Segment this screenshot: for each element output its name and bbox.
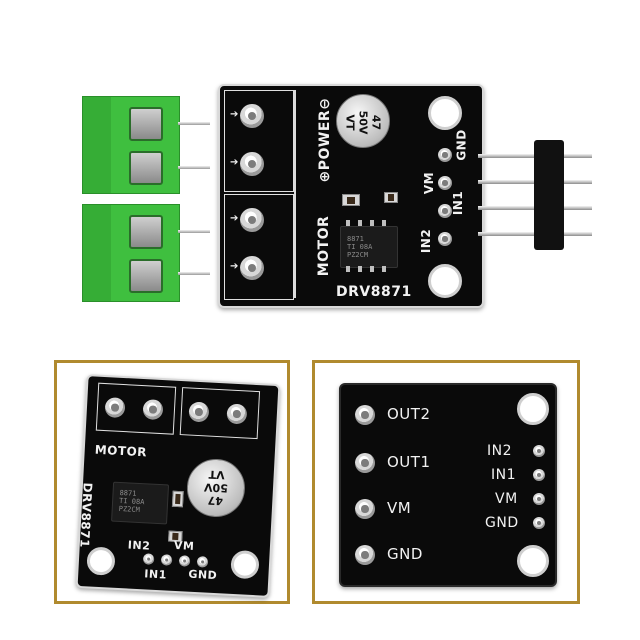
header-pad	[196, 556, 209, 568]
driver-ic: 8871 TI 08A PZ2CM	[340, 226, 398, 268]
smd-capacitor	[342, 194, 360, 206]
mounting-hole	[230, 549, 260, 580]
terminal-lead	[178, 272, 210, 275]
terminal-pad	[240, 104, 264, 128]
mounting-hole	[86, 546, 116, 576]
header-pad	[438, 232, 452, 246]
label-in2: IN2	[127, 538, 151, 553]
terminal-screw	[129, 215, 163, 249]
header-pad	[438, 148, 452, 162]
label-in2: IN2	[487, 443, 513, 459]
driver-ic: 8871 TI 08A PZ2CM	[111, 481, 170, 525]
terminal-screw	[129, 107, 163, 141]
terminal-lead	[178, 122, 210, 125]
screw-terminal-bottom	[82, 204, 180, 302]
screw-terminal-top	[82, 96, 180, 194]
header-pad	[178, 555, 191, 567]
label-in1: IN1	[451, 190, 466, 216]
label-motor: MOTOR	[316, 215, 332, 277]
inset-back-view: OUT2 OUT1 VM GND IN2 IN1 VM GND	[312, 360, 580, 604]
header-pad	[438, 176, 452, 190]
mounting-hole	[517, 393, 549, 425]
terminal-lead	[178, 166, 210, 169]
label-gnd-small: GND	[485, 515, 519, 531]
pin-header	[478, 140, 598, 250]
header-pad	[438, 204, 452, 218]
pin-pad-vm	[355, 499, 375, 519]
label-gnd: GND	[188, 567, 218, 583]
header-pad	[533, 469, 545, 481]
label-model: DRV8871	[336, 284, 412, 300]
terminal-pad	[240, 256, 264, 280]
label-power: ⊕POWER⊖	[317, 97, 333, 183]
header-pad	[160, 554, 173, 566]
terminal-screw	[129, 151, 163, 185]
header-pad	[533, 493, 545, 505]
terminal-pad	[240, 152, 264, 176]
label-out1: OUT1	[387, 453, 431, 471]
label-motor: MOTOR	[94, 442, 148, 460]
drv8871-board: ➔ ➔ ➔ ➔ ⊕POWER⊖ MOTOR DRV8871 47 50V VT …	[218, 84, 484, 308]
smd-resistor	[384, 192, 398, 203]
label-vm-small: VM	[495, 491, 518, 507]
header-pad	[533, 517, 545, 529]
label-gnd: GND	[454, 129, 469, 161]
arrow-marker: ➔	[230, 157, 239, 168]
label-in1: IN1	[491, 467, 517, 483]
mounting-hole	[428, 264, 462, 298]
inset-front-view: MOTOR DRV8871 47 50V VT 8871 TI 08A PZ2C…	[54, 360, 290, 604]
mounting-hole	[428, 96, 462, 130]
label-in1: IN1	[144, 567, 168, 582]
label-in2: IN2	[419, 228, 434, 254]
electrolytic-capacitor: 47 50V VT	[185, 457, 247, 519]
arrow-marker: ➔	[230, 213, 239, 224]
inset-board-back: OUT2 OUT1 VM GND IN2 IN1 VM GND	[339, 383, 557, 587]
arrow-marker: ➔	[230, 109, 239, 120]
pin-pad-out1	[355, 453, 375, 473]
pin-pad-gnd	[355, 545, 375, 565]
label-vm: VM	[173, 538, 195, 553]
label-vm: VM	[422, 171, 437, 195]
terminal-screw	[129, 259, 163, 293]
main-product: ➔ ➔ ➔ ➔ ⊕POWER⊖ MOTOR DRV8871 47 50V VT …	[82, 84, 598, 308]
smd-capacitor	[171, 490, 184, 508]
label-out2: OUT2	[387, 405, 431, 423]
pin-pad-out2	[355, 405, 375, 425]
inset-board-front: MOTOR DRV8871 47 50V VT 8871 TI 08A PZ2C…	[75, 374, 281, 598]
label-vm: VM	[387, 499, 412, 517]
header-pad	[142, 553, 155, 565]
label-gnd: GND	[387, 545, 423, 563]
arrow-marker: ➔	[230, 261, 239, 272]
electrolytic-capacitor: 47 50V VT	[336, 94, 390, 148]
header-pad	[533, 445, 545, 457]
terminal-lead	[178, 230, 210, 233]
mounting-hole	[517, 545, 549, 577]
label-model: DRV8871	[77, 482, 95, 549]
terminal-pad	[240, 208, 264, 232]
